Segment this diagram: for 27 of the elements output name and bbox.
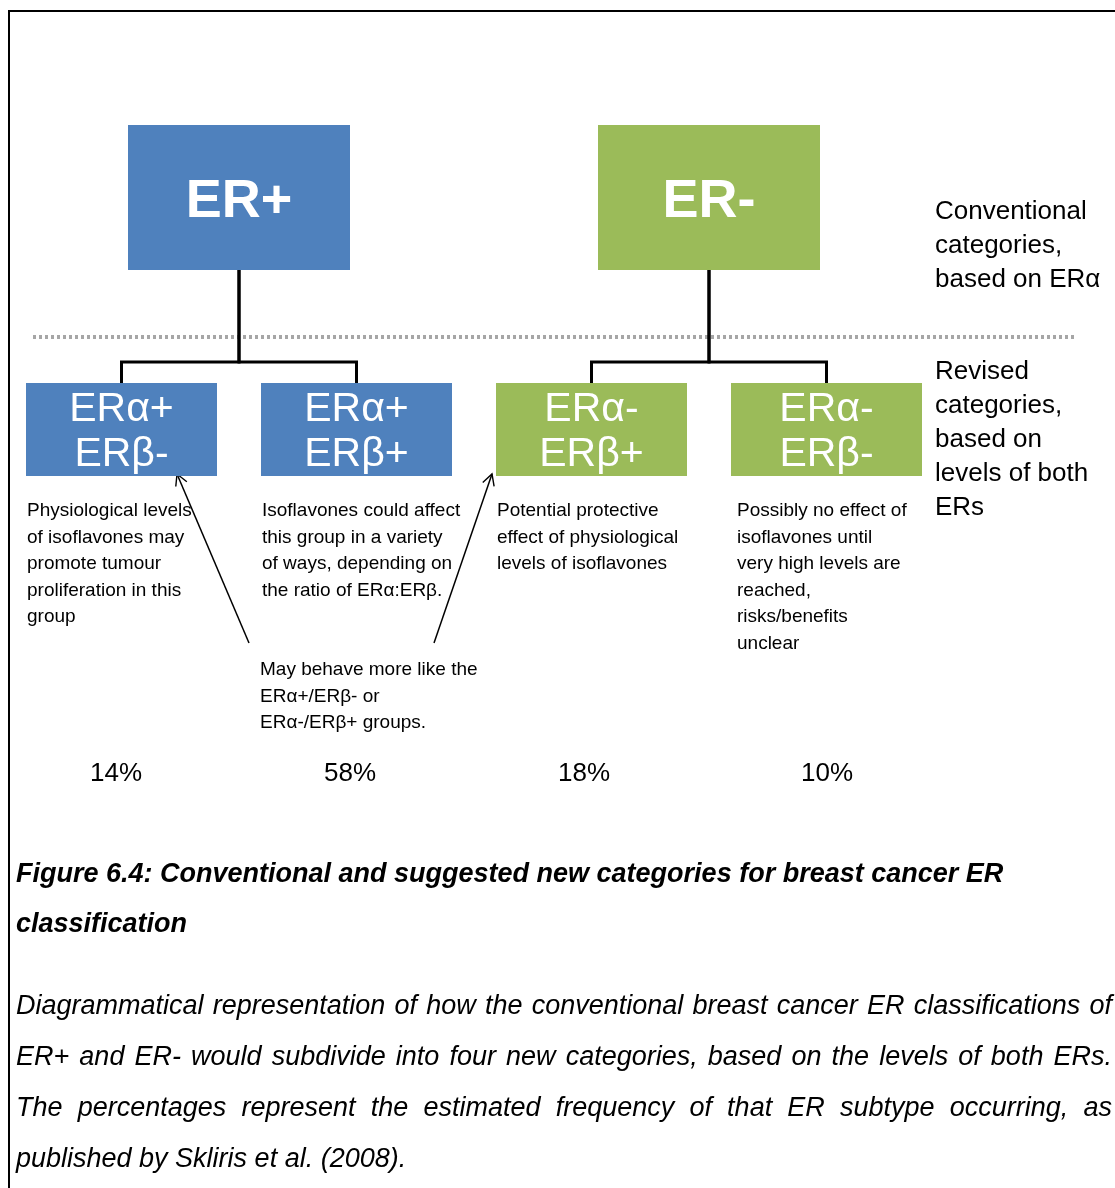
subcategory-box (496, 383, 687, 476)
connector-line (707, 270, 828, 383)
description-text: Potential protective effect of physiological levels of isoflavones (497, 498, 680, 575)
subcategory-label: ERα+ ERβ+ (303, 384, 410, 475)
subcategory-box (261, 383, 452, 476)
subcategory-box (26, 383, 217, 476)
connector-line (237, 270, 358, 383)
category-box (128, 125, 350, 270)
category-label: ER- (662, 170, 756, 225)
note-text: May behave more like the ERα+/ERβ- or ERα-/ERβ+ groups. (260, 657, 479, 734)
description-text: Isoflavones could affect this group in a variety of ways, depending on the ratio of ERα:ERβ. (262, 498, 462, 602)
category-label: ER+ (185, 170, 293, 225)
level-label: Conventional categories, based on ERα (935, 194, 1102, 295)
category-box (598, 125, 820, 270)
subcategory-label: ERα+ ERβ- (68, 384, 175, 475)
percentage-value: 18% (558, 757, 611, 787)
percentage-value: 14% (90, 757, 143, 787)
subcategory-label: ERα- ERβ+ (538, 384, 645, 475)
percentage-value: 10% (801, 757, 854, 787)
description-text: Possibly no effect of isoflavones until very high levels are reached, risks/benefits unclear (737, 498, 908, 655)
description-text: Physiological levels of isoflavones may promote tumour proliferation in this group (27, 498, 193, 628)
arrow (433, 473, 495, 644)
level-label: Revised categories, based on levels of both ERs (935, 354, 1090, 523)
subcategory-label: ERα- ERβ- (778, 384, 875, 475)
percentage-value: 58% (324, 757, 377, 787)
figure-title: Figure 6.4: Conventional and suggested new categories for breast cancer ER classification (16, 857, 1005, 940)
subcategory-box (731, 383, 922, 476)
